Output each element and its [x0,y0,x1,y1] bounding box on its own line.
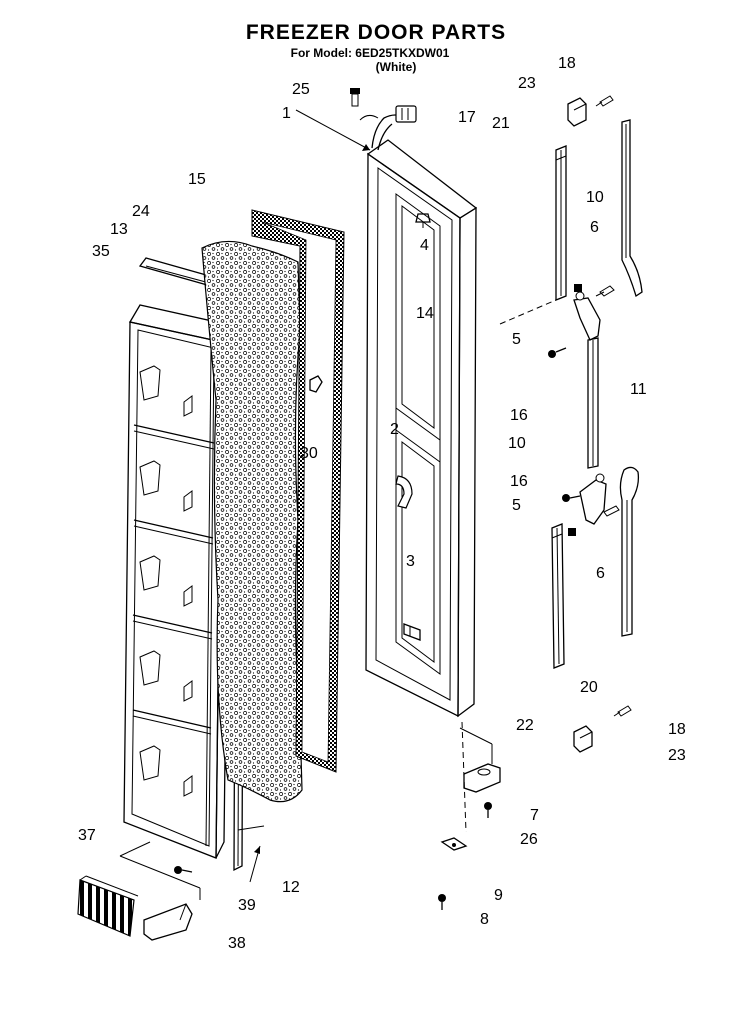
callout-23-upper: 23 [518,75,536,92]
callout-4: 4 [420,237,429,254]
screw-16-upper [548,347,567,358]
end-cap-23-upper [567,97,587,127]
callout-12: 12 [282,879,300,896]
callout-25: 25 [292,81,310,98]
screw-16-lower [562,494,581,502]
end-cap-23-lower [573,725,593,753]
outer-door-panel [365,139,478,718]
callout-5-upper: 5 [512,331,521,348]
diagram-header: FREEZER DOOR PARTS For Model: 6ED25TKXDW… [0,20,752,74]
screw-25 [350,88,360,107]
callout-10-middle: 10 [508,435,526,452]
callout-37: 37 [78,827,96,844]
drain-tube-2 [395,475,413,509]
callout-7: 7 [530,807,539,824]
cover-38 [143,903,193,941]
clip-30 [309,375,323,393]
screw-26 [484,802,492,818]
callout-39: 39 [238,897,256,914]
screw-18-upper [595,95,614,107]
hinge-plate-9 [440,837,468,851]
callout-15: 15 [188,171,206,188]
handle-trim-21 [555,145,567,301]
callout-14: 14 [416,305,434,322]
callout-6-lower: 6 [596,565,605,582]
plug-4 [415,213,431,228]
callout-16-lower: 16 [510,473,528,490]
callout-23-lower: 23 [668,747,686,764]
callout-3: 3 [406,553,415,570]
callout-10-upper: 10 [586,189,604,206]
handle-20 [619,466,640,637]
callout-30: 30 [300,445,318,462]
handle-10-upper [621,119,643,298]
clip-3 [403,623,421,641]
wiring-harness [359,105,417,151]
callout-22: 22 [516,717,534,734]
bushing-6-upper [574,284,582,292]
callout-9: 9 [494,887,503,904]
callout-21: 21 [492,115,510,132]
callout-17: 17 [458,109,476,126]
callout-1: 1 [282,105,291,122]
screw-8 [438,894,446,910]
callout-8: 8 [480,911,489,928]
handle-trim-22 [551,523,565,669]
hinge-bracket-7 [463,763,501,793]
leader-lines [249,109,371,883]
screw-11-lower [603,505,620,517]
screw-39 [174,866,193,874]
foam-insulation [201,240,303,803]
grille-37 [77,875,139,937]
bushing-6-lower [568,528,576,536]
assembly-lines [119,299,557,900]
model-variant: (White) [375,60,417,74]
door-liner [123,304,231,859]
diagram-title: FREEZER DOOR PARTS [245,21,507,44]
callout-13: 13 [110,221,128,238]
door-gasket [251,209,345,773]
callouts: 1 2 3 4 5 5 6 6 7 8 9 10 10 11 12 13 14 … [78,55,686,952]
callout-18-lower: 18 [668,721,686,738]
callout-20: 20 [580,679,598,696]
callout-38: 38 [228,935,246,952]
hinge-5-lower [579,473,607,525]
screw-11-upper [595,285,615,297]
callout-26: 26 [520,831,538,848]
callout-16-upper: 16 [510,407,528,424]
callout-24: 24 [132,203,150,220]
screw-18-lower [613,705,632,717]
callout-35: 35 [92,243,110,260]
callout-18-upper: 18 [558,55,576,72]
callout-5-lower: 5 [512,497,521,514]
hinge-5-upper [573,291,601,341]
handle-trim-10-middle [587,337,599,469]
model-number: For Model: 6ED25TKXDW01 [290,46,450,60]
callout-11: 11 [630,381,647,398]
callout-2: 2 [390,421,399,438]
callout-6-upper: 6 [590,219,599,236]
